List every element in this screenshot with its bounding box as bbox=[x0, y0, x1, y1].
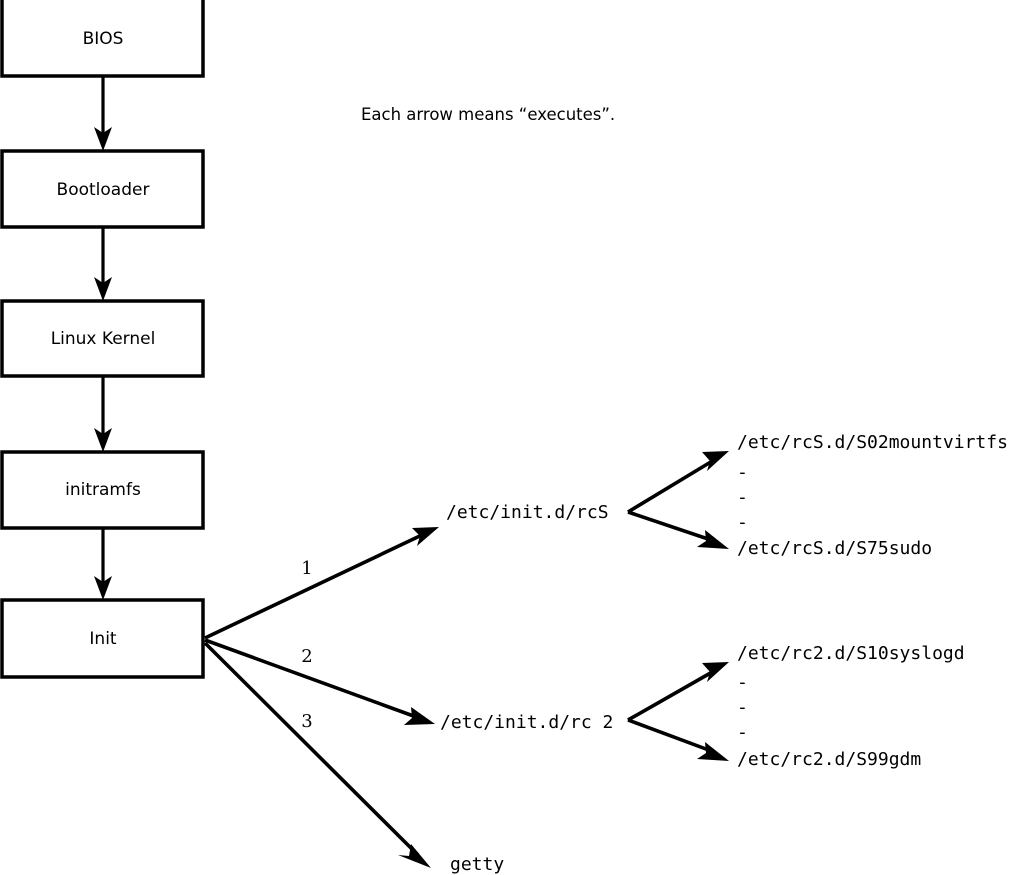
rc2-item-dash-1: - bbox=[737, 672, 748, 693]
rcs-item-dash-1: - bbox=[737, 462, 748, 483]
node-box-group: BIOS Bootloader Linux Kernel initramfs I… bbox=[0, 0, 205, 679]
arrow-bios-to-bootloader bbox=[94, 76, 112, 151]
rcs-branch-upper-line bbox=[627, 458, 715, 514]
arrow-initramfs-to-init-head bbox=[94, 576, 112, 600]
mid-node-getty-script[interactable]: getty bbox=[450, 854, 504, 875]
node-initramfs[interactable]: initramfs bbox=[0, 450, 205, 530]
vertical-arrow-group bbox=[94, 76, 112, 600]
mid-node-rcs-script[interactable]: /etc/init.d/rcS bbox=[446, 502, 609, 523]
diagram-note: Each arrow means “executes”. bbox=[361, 105, 615, 124]
rcs-item-dash-3: - bbox=[737, 512, 748, 533]
node-bios-rect[interactable] bbox=[0, 0, 205, 78]
rcs-branch-upper-head bbox=[702, 451, 729, 471]
node-init-rect[interactable] bbox=[0, 598, 205, 679]
node-initramfs-label: initramfs bbox=[65, 480, 141, 500]
rc2-item-last[interactable]: /etc/rc2.d/S99gdm bbox=[737, 749, 921, 770]
init-branch-2: 2 bbox=[204, 638, 435, 725]
node-bootloader-label: Bootloader bbox=[57, 180, 150, 200]
rc2-item-dash-3: - bbox=[737, 722, 748, 743]
rcs-branch-upper-arrow bbox=[627, 451, 729, 514]
arrow-bios-to-bootloader-head bbox=[94, 127, 112, 151]
node-linux-kernel[interactable]: Linux Kernel bbox=[0, 299, 205, 378]
node-bios-label: BIOS bbox=[83, 29, 124, 49]
node-bios[interactable]: BIOS bbox=[0, 0, 205, 78]
node-init[interactable]: Init bbox=[0, 598, 205, 679]
arrow-bootloader-to-kernel-head bbox=[94, 277, 112, 301]
init-branch-2-head bbox=[404, 707, 435, 725]
init-branch-3-head bbox=[398, 844, 431, 868]
mid-node-rc2-script[interactable]: /etc/init.d/rc 2 bbox=[440, 712, 613, 733]
rcs-branch-lower-line bbox=[627, 510, 715, 543]
rcs-branch-lower-arrow bbox=[627, 510, 729, 549]
rc2-branch-lower-line bbox=[627, 718, 715, 754]
init-branch-1-head bbox=[412, 527, 439, 546]
node-bootloader[interactable]: Bootloader bbox=[0, 149, 205, 229]
init-branch-3-number: 3 bbox=[301, 711, 312, 732]
arrow-kernel-to-initramfs bbox=[94, 376, 112, 452]
rc2-branch-lower-arrow bbox=[627, 718, 729, 761]
node-linux-kernel-rect[interactable] bbox=[0, 299, 205, 378]
rc2-branch-lower-head bbox=[697, 742, 729, 761]
init-branch-2-number: 2 bbox=[301, 646, 312, 667]
rc2-branch-upper-line bbox=[627, 669, 715, 722]
rc2-item-first[interactable]: /etc/rc2.d/S10syslogd bbox=[737, 643, 965, 664]
arrow-initramfs-to-init bbox=[94, 528, 112, 600]
rcs-item-first[interactable]: /etc/rcS.d/S02mountvirtfs bbox=[737, 432, 1008, 453]
rc2-branch-upper-arrow bbox=[627, 662, 729, 722]
rcs-branch-group: /etc/rcS.d/S02mountvirtfs - - - /etc/rcS… bbox=[627, 432, 1008, 559]
init-branch-1: 1 bbox=[204, 527, 439, 640]
rc2-item-dash-2: - bbox=[737, 697, 748, 718]
rcs-item-dash-2: - bbox=[737, 487, 748, 508]
rcs-item-last[interactable]: /etc/rcS.d/S75sudo bbox=[737, 538, 932, 559]
init-branch-1-number: 1 bbox=[301, 558, 312, 579]
mid-node-group: /etc/init.d/rcS /etc/init.d/rc 2 getty bbox=[440, 502, 613, 875]
init-branch-3: 3 bbox=[203, 641, 431, 868]
rc2-branch-group: /etc/rc2.d/S10syslogd - - - /etc/rc2.d/S… bbox=[627, 643, 965, 770]
node-init-label: Init bbox=[89, 629, 117, 649]
arrow-kernel-to-initramfs-head bbox=[94, 428, 112, 452]
rc2-branch-upper-head bbox=[702, 662, 729, 682]
init-branch-3-line bbox=[203, 641, 420, 857]
rcs-branch-lower-head bbox=[697, 530, 729, 549]
node-linux-kernel-label: Linux Kernel bbox=[51, 329, 156, 349]
arrow-bootloader-to-kernel bbox=[94, 227, 112, 301]
init-branch-1-line bbox=[204, 532, 425, 640]
init-branch-group: 1 2 3 bbox=[203, 527, 439, 868]
init-branch-2-line bbox=[204, 638, 420, 720]
